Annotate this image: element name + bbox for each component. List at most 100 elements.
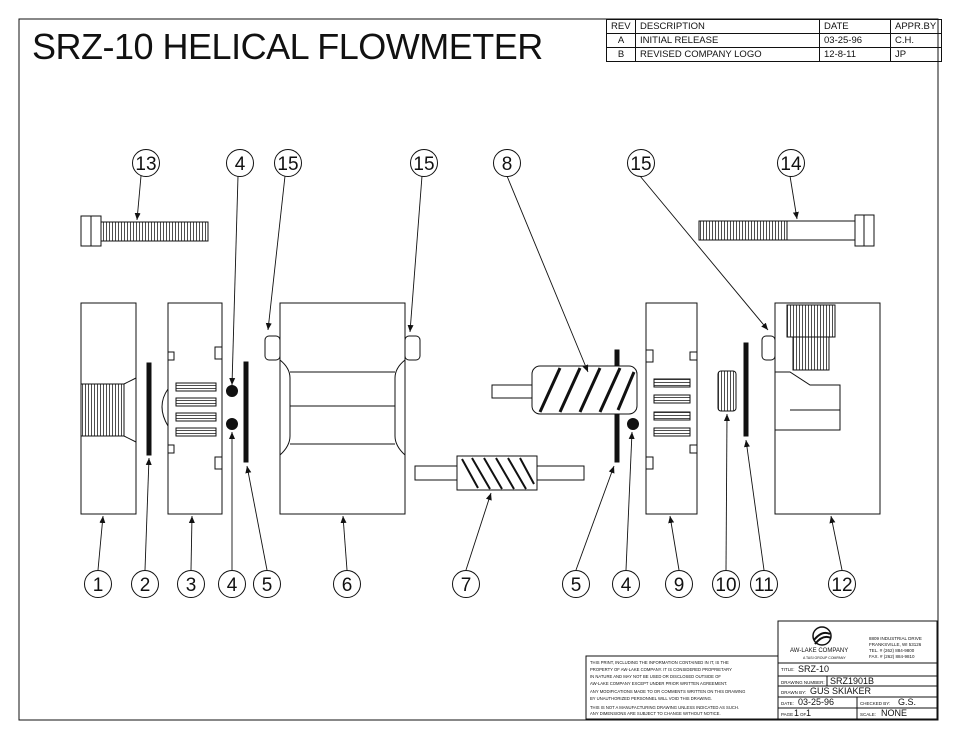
callout-number: 13 (135, 154, 156, 175)
callout-number: 2 (140, 575, 151, 596)
callout-number: 5 (262, 575, 273, 596)
company-name: AW-LAKE COMPANY (790, 648, 849, 654)
callout-number: 7 (461, 575, 472, 596)
ball-4b (226, 418, 238, 430)
rev-header: REV (606, 19, 636, 34)
callout-balloon (84, 570, 112, 598)
address-line: FAX. # (262) 884-9810 (869, 654, 915, 659)
callout-number: 15 (413, 154, 434, 175)
callout-number: 5 (571, 575, 582, 596)
callout-balloon (410, 149, 438, 177)
date-cell: 12-8-11 (819, 47, 891, 62)
bearing-plate-9 (645, 302, 698, 515)
callout-number: 4 (227, 575, 238, 596)
end-cap-1 (80, 302, 137, 515)
note-line: ANY DIMENSIONS ARE SUBJECT TO CHANGE WIT… (590, 711, 721, 716)
ball-4a (226, 385, 238, 397)
callout-balloon (274, 149, 302, 177)
callout-balloon (493, 149, 521, 177)
callout-balloon (177, 570, 205, 598)
note-line: BY UNAUTHORIZED PERSONNEL WILL VOID THIS… (590, 696, 712, 701)
page-value: 1 (794, 708, 800, 718)
callout-balloon (333, 570, 361, 598)
housing-6 (264, 302, 421, 515)
callout-balloon (828, 570, 856, 598)
page-of-label: OF (800, 712, 807, 717)
callout-balloon (132, 149, 160, 177)
end-cap-12 (761, 302, 881, 515)
callout-balloon (562, 570, 590, 598)
revision-row: B REVISED COMPANY LOGO 12-8-11 JP (606, 47, 942, 62)
scale-label: SCALE: (860, 712, 877, 717)
callout-number: 6 (342, 575, 353, 596)
address-line: 8809 INDUSTRIAL DRIVE (869, 636, 922, 641)
date-header: DATE (819, 19, 891, 34)
o-ring-11 (743, 342, 749, 437)
bearing-plate-3 (161, 302, 223, 515)
callout-balloon (712, 570, 740, 598)
sheet-border (18, 18, 939, 721)
checked-by-label: CHECKED BY: (860, 701, 891, 706)
date-label: DATE: (781, 701, 794, 706)
note-line: ANY MODIFICATIONS MADE TO OR COMMENTS WR… (590, 689, 746, 694)
title-block-frame (585, 620, 938, 720)
rev-cell: B (606, 47, 636, 62)
company-logo (812, 626, 832, 646)
company-subtitle: A TASI GROUP COMPANY (803, 656, 846, 660)
gear-10 (717, 370, 737, 412)
revision-table: REV DESCRIPTION DATE APPR.BY A INITIAL R… (606, 19, 942, 62)
cap-screw-13 (80, 215, 209, 247)
callout-balloon (777, 149, 805, 177)
note-line: THIS PRINT, INCLUDING THE INFORMATION CO… (590, 660, 729, 665)
address-line: FRANKSVILLE, WI 53126 (869, 642, 922, 647)
callout-number: 9 (674, 575, 685, 596)
description-cell: INITIAL RELEASE (635, 33, 820, 48)
drawing-number-label: DRAWING NUMBER: (781, 680, 825, 685)
description-header: DESCRIPTION (635, 19, 820, 34)
callout-balloon (612, 570, 640, 598)
rotor-7 (414, 455, 585, 491)
callout-number: 12 (831, 575, 852, 596)
callout-balloon (218, 570, 246, 598)
callout-number: 11 (754, 575, 774, 596)
callout-balloon (665, 570, 693, 598)
callout-balloon (750, 570, 778, 598)
approved-by-cell: C.H. (890, 33, 942, 48)
callout-number: 1 (93, 575, 104, 596)
drawing-number-value: SRZ1901B (830, 676, 875, 686)
drawing-title: SRZ-10 HELICAL FLOWMETER (32, 26, 543, 67)
description-cell: REVISED COMPANY LOGO (635, 47, 820, 62)
date-value: 03-25-96 (798, 697, 835, 707)
callout-number: 4 (621, 575, 632, 596)
page-label: PAGE (781, 712, 794, 717)
address-line: TEL. # (262) 884-9800 (869, 648, 915, 653)
scale-value: NONE (881, 708, 908, 718)
bolt-14 (698, 214, 875, 247)
note-line: AW-LAKE COMPANY EXCEPT UNDER PRIOR WRITT… (590, 681, 728, 686)
callout-number: 14 (780, 154, 802, 175)
callout-balloon (226, 149, 254, 177)
revision-row: A INITIAL RELEASE 03-25-96 C.H. (606, 33, 942, 48)
ball-4c (627, 418, 639, 430)
callout-number: 15 (277, 154, 298, 175)
drawn-by-value: GUS SKIAKER (810, 686, 872, 696)
callout-number: 3 (186, 575, 197, 596)
callout-balloon (627, 149, 655, 177)
date-cell: 03-25-96 (819, 33, 891, 48)
o-ring-2 (146, 362, 152, 456)
note-line: PROPERTY OF AW-LAKE COMPANY. IT IS CONSI… (590, 667, 732, 672)
revision-header-row: REV DESCRIPTION DATE APPR.BY (606, 19, 942, 34)
title-label: TITLE: (781, 667, 795, 672)
callout-number: 4 (235, 154, 246, 175)
note-line: IN NATURE AND MAY NOT BE USED OR DISCLOS… (590, 674, 721, 679)
callout-number: 10 (715, 575, 736, 596)
callout-number: 8 (502, 154, 513, 175)
note-line: THIS IS NOT A MANUFACTURING DRAWING UNLE… (590, 705, 740, 710)
callout-balloon (131, 570, 159, 598)
o-ring-5a (243, 361, 249, 463)
checked-by-value: G.S. (898, 697, 917, 707)
callout-number: 15 (630, 154, 651, 175)
rotor-8 (491, 365, 638, 415)
approved-by-header: APPR.BY (890, 19, 942, 34)
